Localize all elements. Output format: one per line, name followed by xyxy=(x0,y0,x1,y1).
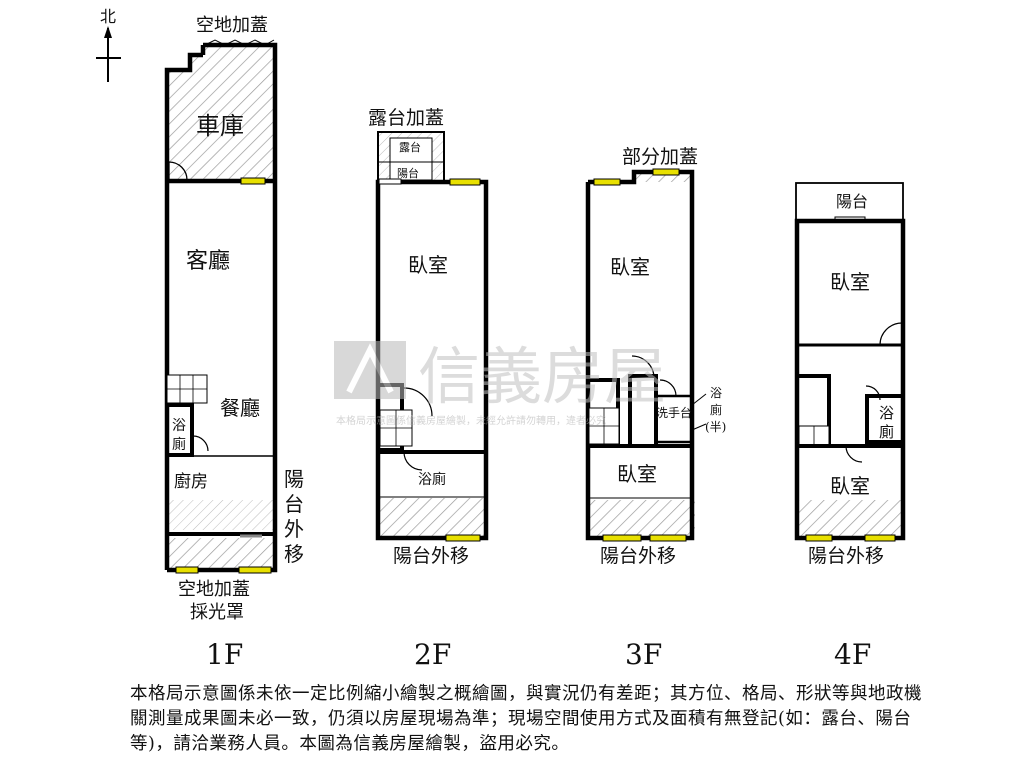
annotation-4f-bottom: 陽台外移 xyxy=(808,545,884,567)
annotation-1f-side-3: 外 xyxy=(284,517,304,541)
floor-label-2f: 2F xyxy=(414,638,451,671)
floor-1f: 車庫 客廳 餐廳 浴 廁 廚房 空地加蓋 空地加蓋 採光罩 陽 台 外 移 1F xyxy=(164,15,304,671)
floor-label-1f: 1F xyxy=(206,638,243,671)
room-label-3f-bedroom-bottom: 臥室 xyxy=(617,462,657,486)
room-label-garage: 車庫 xyxy=(196,112,244,140)
disclaimer-text: 本格局示意圖係未依一定比例縮小繪製之概繪圖，與實況仍有差距；其方位、格局、形狀等… xyxy=(130,684,922,754)
room-label-2f-balcony: 陽台 xyxy=(397,166,419,180)
floor-3f: 臥室 洗手台 臥室 部分加蓋 浴 廁 (半) 陽台外移 3F xyxy=(585,146,726,671)
room-label-4f-bedroom-bottom: 臥室 xyxy=(830,474,870,498)
annotation-1f-bottom-1: 空地加蓋 xyxy=(178,579,250,600)
stairs-icon xyxy=(166,374,208,404)
room-label-bath: 浴 xyxy=(172,418,186,434)
room-label-2f-bedroom: 臥室 xyxy=(408,253,448,277)
annotation-1f-side-4: 移 xyxy=(284,542,304,566)
room-label-4f-bath-bottom: 廁 xyxy=(879,423,894,441)
annotation-1f-bottom-2: 採光罩 xyxy=(190,602,244,623)
annotation-3f-top: 部分加蓋 xyxy=(622,146,698,168)
watermark: 信義房屋 本格局示意圖係信義房屋繪製，未經允許請勿轉用，違者必究 xyxy=(334,340,666,427)
room-label-living: 客廳 xyxy=(186,249,230,274)
room-label-4f-balcony: 陽台 xyxy=(836,192,868,211)
room-label-3f-washroom: 洗手台 xyxy=(656,405,692,420)
annotation-3f-half-bath-3: (半) xyxy=(705,420,726,434)
floor-4f: 陽台 臥室 浴 廁 臥室 陽台外移 4F xyxy=(794,182,906,671)
watermark-notice: 本格局示意圖係信義房屋繪製，未經允許請勿轉用，違者必究 xyxy=(336,414,606,427)
room-label-4f-bedroom-top: 臥室 xyxy=(830,270,870,294)
annotation-1f-side-2: 台 xyxy=(284,492,304,516)
room-label-2f-bath: 浴廁 xyxy=(418,471,446,488)
annotation-1f-top: 空地加蓋 xyxy=(196,15,268,36)
annotation-2f-bottom: 陽台外移 xyxy=(393,545,469,567)
floor-label-4f: 4F xyxy=(834,638,871,671)
room-label-2f-terrace: 露台 xyxy=(399,140,421,154)
annotation-3f-half-bath-1: 浴 xyxy=(710,386,722,400)
annotation-3f-bottom: 陽台外移 xyxy=(600,545,676,567)
room-label-bath-2: 廁 xyxy=(172,436,186,453)
compass-label: 北 xyxy=(100,7,116,26)
room-label-kitchen: 廚房 xyxy=(174,471,208,492)
brand-logo-icon xyxy=(334,341,406,399)
annotation-3f-half-bath-2: 廁 xyxy=(710,402,722,417)
floor-2f: 露台 陽台 臥室 浴廁 露台加蓋 陽台外移 2F xyxy=(368,107,489,671)
room-label-dining: 餐廳 xyxy=(220,396,260,420)
watermark-brand: 信義房屋 xyxy=(418,340,666,413)
north-compass-icon: 北 xyxy=(96,7,121,82)
floor-label-3f: 3F xyxy=(625,638,662,671)
room-label-4f-bath-top: 浴 xyxy=(879,404,894,422)
annotation-2f-top: 露台加蓋 xyxy=(368,107,444,129)
room-label-3f-bedroom-top: 臥室 xyxy=(610,255,650,279)
annotation-1f-side-1: 陽 xyxy=(284,467,304,491)
